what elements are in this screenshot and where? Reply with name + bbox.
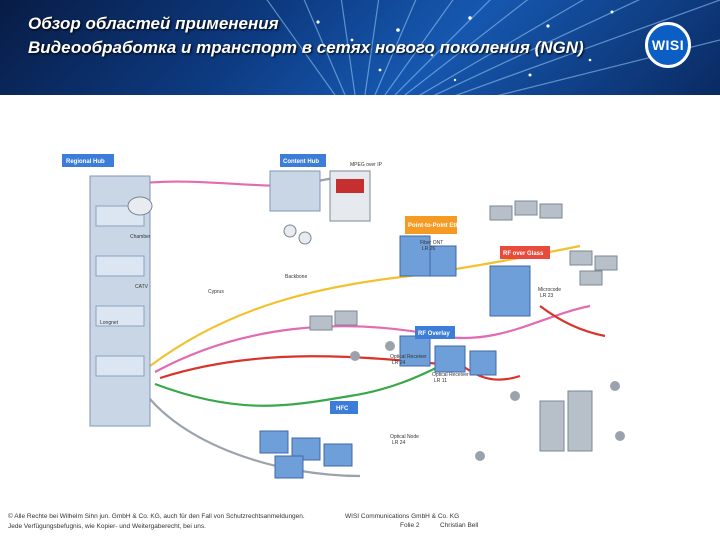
header-fiber-background — [266, 0, 720, 95]
antenna-dish-icon — [283, 224, 297, 238]
mpeg-over-ip-label: MPEG over IP — [350, 162, 383, 168]
slide-header: Обзор областей применения Видеообработка… — [0, 0, 720, 95]
logo-text: WISI — [651, 37, 685, 53]
optical-receiver-1-label: Optical Receiver — [390, 354, 427, 360]
mpeg-head-end — [329, 170, 371, 222]
optical-receiver-2-code: LR 11 — [434, 378, 447, 384]
houses-right — [569, 250, 618, 286]
houses-top-right — [489, 200, 563, 221]
buildings-fiber-ont — [399, 235, 457, 277]
backbone-label: Backbone — [285, 274, 307, 280]
buildings-rf-overlay — [399, 335, 497, 376]
catv-label: CATV — [135, 284, 149, 290]
content-hub-label: Content Hub — [283, 159, 319, 165]
optical-node-code: LR 24 — [392, 440, 406, 446]
footer-copyright: © Alle Rechte bei Wilhelm Sihn jun. GmbH… — [8, 512, 305, 532]
rf-over-glass-label: RF over Glass — [503, 251, 544, 257]
footer-company: WISI Communications GmbH & Co. KG — [345, 513, 460, 520]
regional-hub-label: Regional Hub — [66, 159, 105, 165]
link-microcode — [539, 305, 606, 338]
copyright-line-2: Jede Verfügungsbefugnis, wie Kopier- und… — [8, 522, 206, 530]
hfc-tag — [330, 401, 358, 414]
antenna-dish-icon-2 — [298, 231, 312, 245]
optical-node-label: Optical Node — [390, 434, 419, 440]
slide-title: Обзор областей применения — [28, 14, 279, 33]
point-to-point-tag — [405, 216, 457, 234]
footer-author: Christian Bell — [440, 522, 479, 529]
regional-hub-tag — [62, 154, 114, 167]
regional-hub-building — [89, 175, 153, 427]
trees — [350, 341, 625, 461]
content-hub-tag — [280, 154, 326, 167]
fiber-ont-code: LR 26 — [422, 246, 436, 252]
rf-overlay-label: RF Overlay — [418, 331, 450, 337]
footer-slide-number: Folie 2 — [400, 522, 420, 529]
link-to-hfc — [139, 385, 361, 478]
microcode-label: Microcode — [538, 287, 561, 293]
rf-over-glass-tag — [500, 246, 550, 259]
houses-left-middle — [309, 310, 358, 331]
buildings-bottom-right — [539, 390, 593, 452]
microcode-code: LR 23 — [540, 293, 554, 299]
optical-receiver-2-label: Optical Receiver — [432, 372, 469, 378]
slide-subtitle: Видеообработка и транспорт в сетях новог… — [28, 38, 584, 57]
buildings-microcode — [489, 265, 531, 317]
satellite-dish-icon — [127, 196, 153, 216]
ngn-network-diagram: Regional Hub Content Hub Point-to-Point … — [60, 146, 660, 506]
point-to-point-label: Point-to-Point Ethernet — [408, 223, 474, 229]
houses-hfc — [259, 430, 353, 479]
copyright-line-1: © Alle Rechte bei Wilhelm Sihn jun. GmbH… — [8, 513, 305, 520]
chamber-label: Chamber — [130, 234, 151, 240]
longnet-label: Longnet — [100, 320, 119, 326]
cyprus-label: Cyprus — [208, 289, 224, 295]
wisi-logo: WISI — [645, 22, 691, 68]
optical-receiver-1-code: LR 24 — [392, 360, 406, 366]
diagram-small-labels: MPEG over IP Chamber CATV Cyprus Backbon… — [100, 162, 561, 446]
fiber-ont-label: Fiber ONT — [420, 240, 443, 246]
content-hub-building — [269, 170, 321, 245]
link-backbone-green — [154, 365, 441, 407]
diagram-labels: Regional Hub Content Hub Point-to-Point … — [62, 154, 550, 414]
hfc-label: HFC — [336, 406, 349, 412]
rf-overlay-tag — [415, 326, 455, 339]
